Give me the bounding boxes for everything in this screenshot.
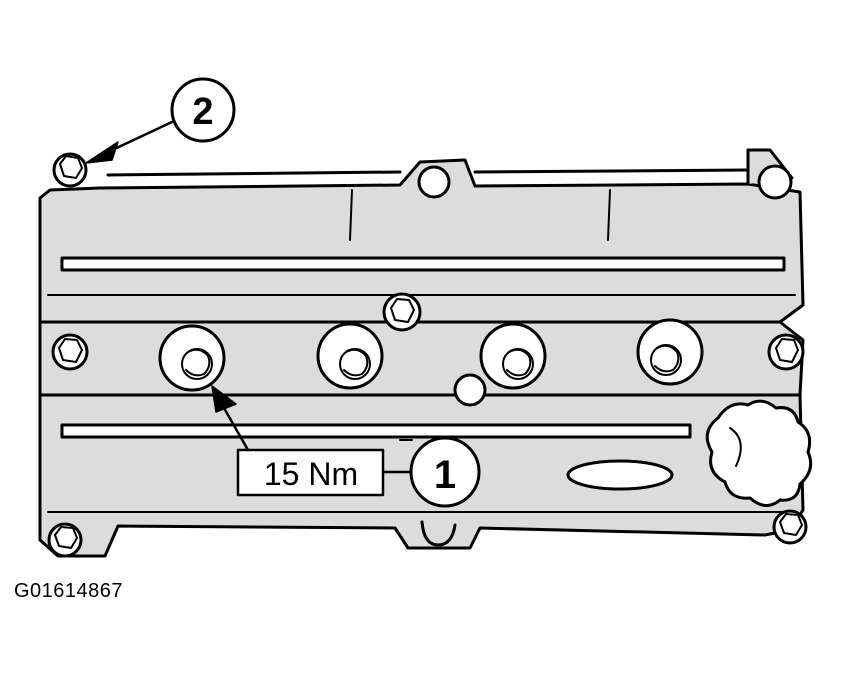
spark-plug-well-4	[636, 318, 704, 386]
callout-2-circle	[170, 77, 236, 143]
torque-label-box	[236, 448, 385, 497]
top-ridge-line	[106, 170, 402, 177]
hex-bottom-right	[779, 513, 803, 536]
emblem-oval	[566, 459, 674, 491]
oil-filler-cap	[705, 399, 813, 507]
bolt-top-center	[417, 165, 451, 199]
callout-2-arrowhead	[85, 141, 119, 164]
callout-2-label: 2	[192, 91, 213, 133]
torque-arrowhead	[211, 385, 237, 413]
casting-mark-left	[349, 189, 353, 241]
hex-top-left	[59, 155, 83, 179]
torque-label: 15 Nm	[264, 456, 358, 492]
bolt-top-right	[757, 164, 793, 200]
hex-mid-left	[58, 338, 83, 363]
lower-baffle-groove	[60, 423, 692, 439]
bottom-center-clip	[420, 520, 457, 547]
hex-center-upper	[390, 298, 415, 323]
casting-mark-right	[607, 189, 611, 241]
spark-plug-well-3	[479, 322, 547, 390]
bolt-center-lower	[453, 373, 487, 407]
upper-baffle-groove	[60, 256, 786, 272]
oil-cap-ridge	[729, 427, 742, 467]
spark-plug-well-2	[316, 322, 384, 390]
callout-1-label: 1	[434, 453, 456, 497]
hex-bottom-left	[54, 526, 78, 549]
callout-2-leader	[106, 120, 174, 154]
torque-leader	[222, 406, 250, 452]
figure-id: G01614867	[14, 580, 124, 602]
spark-plug-well-1	[158, 324, 226, 392]
hex-mid-right	[775, 338, 799, 363]
top-ridge-line-right	[473, 168, 750, 174]
